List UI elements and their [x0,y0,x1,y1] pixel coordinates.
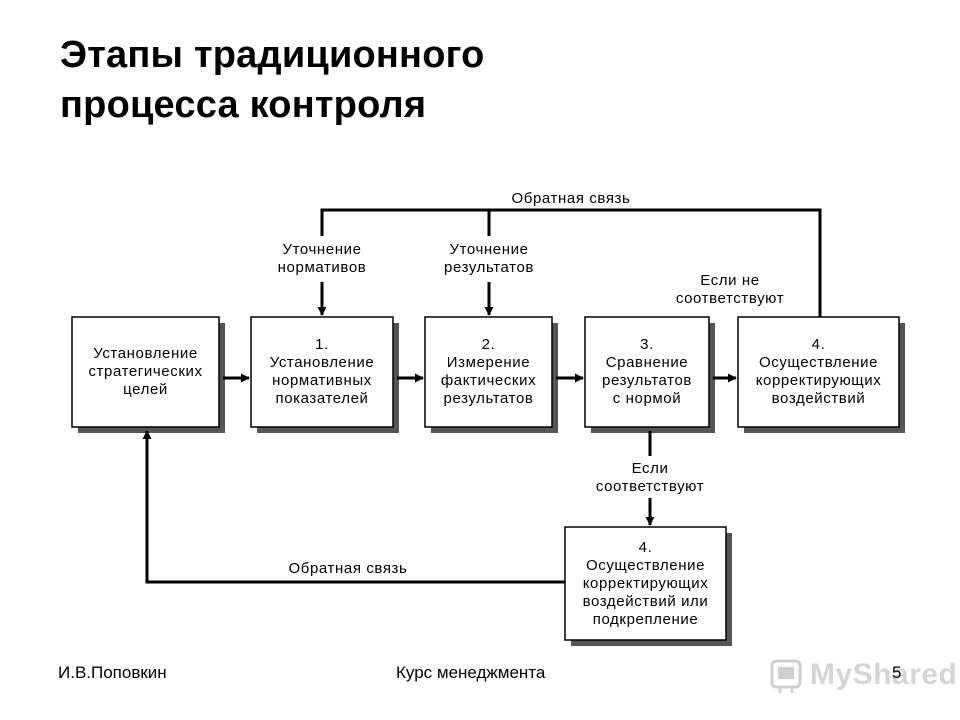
feedback-bottom-line [142,430,565,584]
watermark-logo: MyShared [768,655,957,695]
box-step2-measure [424,316,553,428]
slide-title-line-2: процесса контроля [60,84,427,126]
slide-title: Этапы традиционного процесса контроля [60,30,760,130]
label-feedback-bottom: Обратная связь [288,560,408,577]
watermark-text: MyShared [810,658,958,691]
label-if-match: Если соответствуют [595,460,705,495]
box-step4-corrective [737,316,900,428]
footer-author: И.В.Поповкин [58,663,167,682]
label-refine-results: Уточнение результатов [444,241,534,276]
box-step1-text: 1. Установление нормативных показателей [269,336,375,407]
box-step4-bottom-text: 4. Осуществление корректирующих воздейст… [582,538,709,628]
box-step4-top-text: 4. Осуществление корректирующих воздейст… [755,336,882,407]
slide-title-line-1: Этапы традиционного [60,34,485,76]
label-feedback-top: Обратная связь [488,190,654,208]
label-if-not-match: Если не соответствуют [675,272,785,307]
footer-page-number: 5 [892,663,902,682]
box-strategic-text: Установление стратегических целей [88,345,203,398]
footer-course: Курс менеджмента [396,663,546,682]
box-step1-norms [250,316,394,428]
box-strategic-goals [71,316,220,428]
watermark-icon [770,659,802,693]
box-step4-reinforce [564,526,727,641]
feedback-top-line [320,208,822,317]
box-step2-text: 2. Измерение фактических результатов [440,336,537,407]
box-step3-compare [584,316,710,428]
box-step3-text: 3. Сравнение результатов с нормой [602,336,692,407]
label-refine-norms: Уточнение нормативов [277,241,367,276]
